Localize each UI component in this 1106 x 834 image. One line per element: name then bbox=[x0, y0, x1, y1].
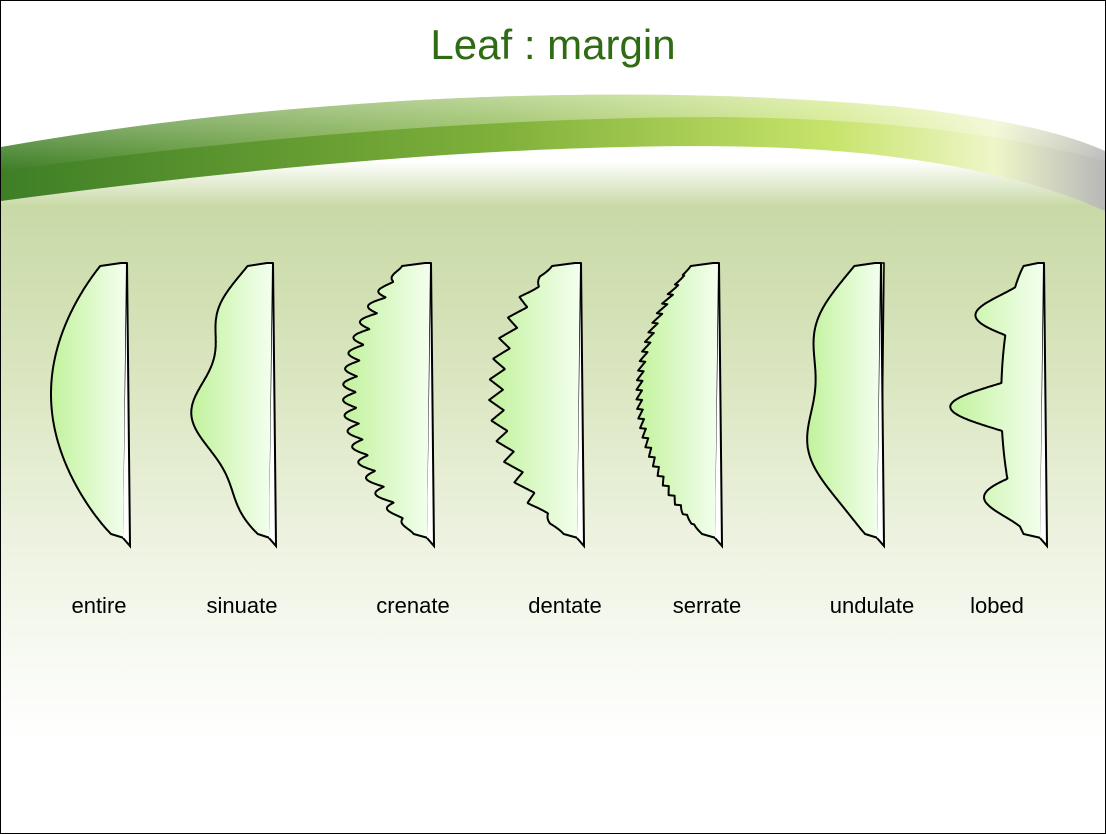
label-crenate: crenate bbox=[376, 593, 450, 618]
leaf-dentate-shape bbox=[488, 262, 586, 549]
leaf-dentate-blade bbox=[488, 262, 582, 539]
leaf-sinuate-midrib bbox=[268, 262, 278, 549]
label-lobed: lobed bbox=[970, 593, 1024, 618]
leaf-serrate-midrib bbox=[714, 262, 724, 549]
leaf-entire-midrib bbox=[122, 262, 132, 549]
leaf-undulate-midrib bbox=[876, 262, 886, 549]
leaf-crenate-shape bbox=[342, 262, 436, 549]
label-entire: entire bbox=[71, 593, 127, 618]
leaf-lobed-midrib bbox=[1039, 262, 1049, 549]
leaf-undulate-shape bbox=[806, 262, 886, 549]
leaf-entire-blade bbox=[50, 262, 128, 539]
label-serrate: serrate bbox=[672, 593, 742, 618]
leaf-sinuate-shape bbox=[190, 262, 278, 549]
leaf-crenate-midrib bbox=[426, 262, 436, 549]
label-sinuate: sinuate bbox=[206, 593, 278, 618]
leaf-crenate-blade bbox=[342, 262, 432, 539]
leaf-sinuate-blade bbox=[190, 262, 274, 539]
decorative-swoosh bbox=[1, 94, 1105, 211]
leaf-lobed-shape bbox=[949, 262, 1049, 549]
leaf-lobed-blade bbox=[949, 262, 1045, 539]
leaf-entire-shape bbox=[50, 262, 132, 549]
leaf-dentate-midrib bbox=[576, 262, 586, 549]
leaf-serrate-blade bbox=[635, 262, 720, 539]
label-undulate: undulate bbox=[829, 593, 915, 618]
label-dentate: dentate bbox=[528, 593, 602, 618]
leaf-serrate-shape bbox=[635, 262, 724, 549]
slide-title: Leaf : margin bbox=[430, 21, 676, 68]
leaf-undulate-blade bbox=[806, 262, 882, 539]
